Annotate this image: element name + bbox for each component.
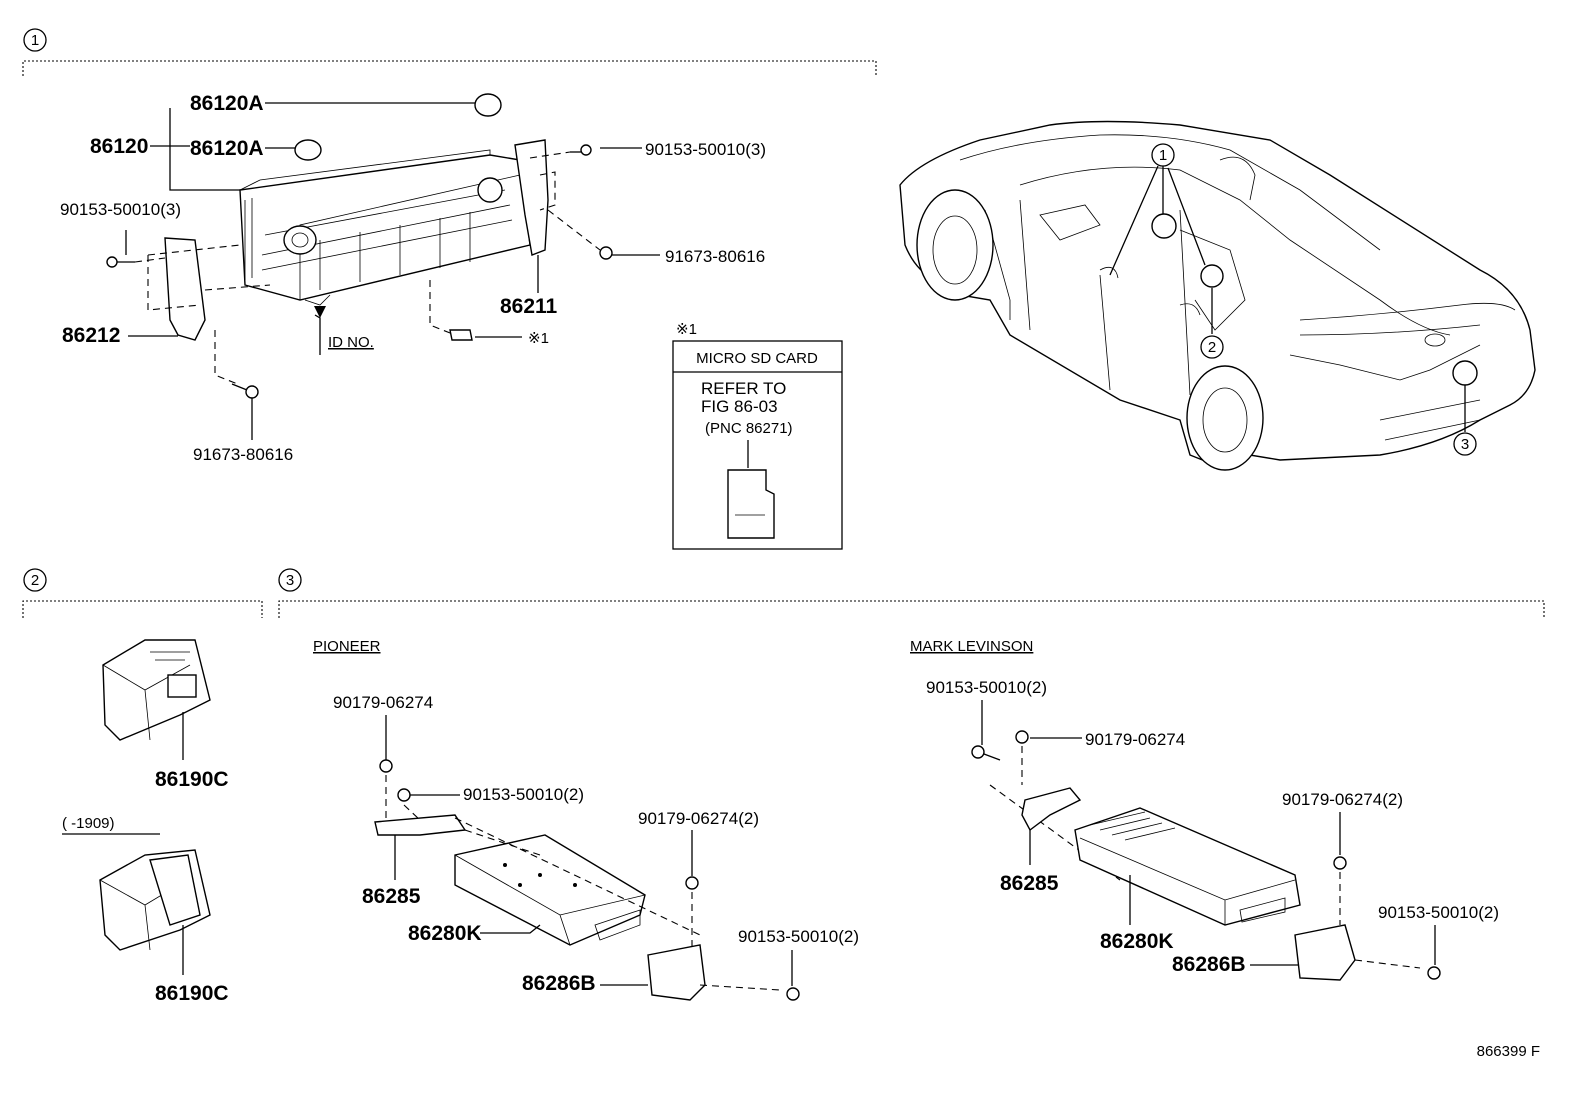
sd-refer-line-1: REFER TO (701, 379, 786, 398)
label-86211: 86211 (500, 295, 558, 318)
label-id-no: ID NO. (328, 334, 374, 351)
pioneer-label-86285: 86285 (362, 885, 421, 908)
ml-title: MARK LEVINSON (910, 638, 1033, 655)
ml-nut-right-icon (1333, 856, 1347, 870)
pioneer-label-nut-right: 90179-06274(2) (638, 809, 759, 828)
pioneer-label-bolt-top: 90153-50010(2) (463, 785, 584, 804)
sd-refer-line-3: (PNC 86271) (705, 420, 793, 437)
pioneer-bracket-left-drawing (374, 814, 467, 836)
ml-bracket-right-drawing (1294, 924, 1356, 981)
ml-bolt-top-icon (971, 745, 985, 759)
knob-top (474, 93, 502, 117)
label-screw-right: 91673-80616 (665, 247, 765, 266)
label-bolt-left: 90153-50010(3) (60, 200, 181, 219)
figure-id: 866399 F (1477, 1043, 1540, 1060)
sd-card-icon (727, 469, 775, 539)
pioneer-group: PIONEER 90179-06274 90153-50010(2) 86285… (313, 638, 859, 1001)
pioneer-label-bolt-right: 90153-50010(2) (738, 927, 859, 946)
ml-label-bolt-top: 90153-50010(2) (926, 678, 1047, 697)
ml-nut-top-icon (1015, 730, 1029, 744)
section-1-bracket-line (22, 60, 877, 76)
pioneer-bolt-top-icon (397, 788, 411, 802)
label-86120: 86120 (90, 135, 148, 158)
sd-card-box: ※1 MICRO SD CARD REFER TO FIG 86-03 (PNC… (672, 321, 843, 550)
section-marker-3: 3 (286, 572, 294, 589)
section-1: 1 (22, 28, 877, 464)
ml-label-86286b: 86286B (1172, 953, 1246, 976)
pioneer-label-nut-top: 90179-06274 (333, 693, 433, 712)
bolt-left-icon (106, 256, 135, 268)
vehicle-marker-1: 1 (1159, 147, 1167, 164)
ml-amplifier-drawing (1074, 807, 1301, 926)
vehicle-marker-3: 3 (1461, 436, 1469, 453)
pioneer-label-86286b: 86286B (522, 972, 596, 995)
vehicle-drawing: 1 2 3 (899, 120, 1536, 471)
pioneer-title: PIONEER (313, 638, 381, 655)
head-unit-drawing (239, 149, 531, 306)
sd-refer-line-2: FIG 86-03 (701, 397, 778, 416)
screw-right-icon (599, 246, 613, 260)
label-86120a-top: 86120A (190, 92, 264, 115)
section-3: 3 PIONEER 90179-06274 90153-50010(2) 862… (278, 568, 1545, 1001)
label-86190c-top: 86190C (155, 768, 229, 791)
sd-card-note: ※1 (676, 321, 697, 338)
pioneer-label-86280k: 86280K (408, 922, 482, 945)
section-marker-1: 1 (31, 32, 39, 49)
vehicle-marker-2: 2 (1208, 339, 1216, 356)
label-date-range: ( -1909) (62, 815, 115, 832)
bracket-left-drawing (164, 237, 206, 341)
pioneer-nut-right-icon (685, 876, 699, 890)
usb-port-bottom-drawing (99, 849, 211, 951)
label-bolt-right: 90153-50010(3) (645, 140, 766, 159)
ml-label-nut-top: 90179-06274 (1085, 730, 1185, 749)
ml-bolt-right-icon (1427, 966, 1441, 980)
ml-label-nut-right: 90179-06274(2) (1282, 790, 1403, 809)
vehicle-target-2 (1200, 264, 1224, 288)
ml-bracket-left-drawing (1021, 787, 1082, 832)
pioneer-bolt-right-icon (786, 987, 800, 1001)
vehicle-target-3 (1452, 360, 1478, 386)
ml-label-bolt-right: 90153-50010(2) (1378, 903, 1499, 922)
pioneer-bracket-right-drawing (647, 944, 706, 1001)
label-note-ref: ※1 (528, 330, 549, 347)
label-86190c-bottom: 86190C (155, 982, 229, 1005)
ml-label-86280k: 86280K (1100, 930, 1174, 953)
pioneer-nut-top-icon (379, 759, 393, 773)
label-86120a-bottom: 86120A (190, 137, 264, 160)
sd-card-header: MICRO SD CARD (696, 350, 818, 367)
screw-bottom-icon (231, 383, 259, 399)
bracket-right-drawing (514, 139, 549, 256)
vehicle-target-1 (1151, 213, 1177, 239)
ml-label-86285: 86285 (1000, 872, 1059, 895)
mark-levinson-group: MARK LEVINSON 90153-50010(2) 90179-06274… (910, 638, 1499, 981)
bolt-right-icon (570, 144, 592, 156)
section-marker-circle (23, 28, 47, 52)
label-86212: 86212 (62, 324, 120, 347)
section-marker-2: 2 (31, 572, 39, 589)
pioneer-amplifier-drawing (454, 834, 646, 946)
knob-bottom (294, 139, 322, 161)
usb-port-top-drawing (102, 639, 211, 741)
label-screw-bottom: 91673-80616 (193, 445, 293, 464)
section-2: 2 86190C ( -1909) 86190C (22, 568, 263, 1005)
